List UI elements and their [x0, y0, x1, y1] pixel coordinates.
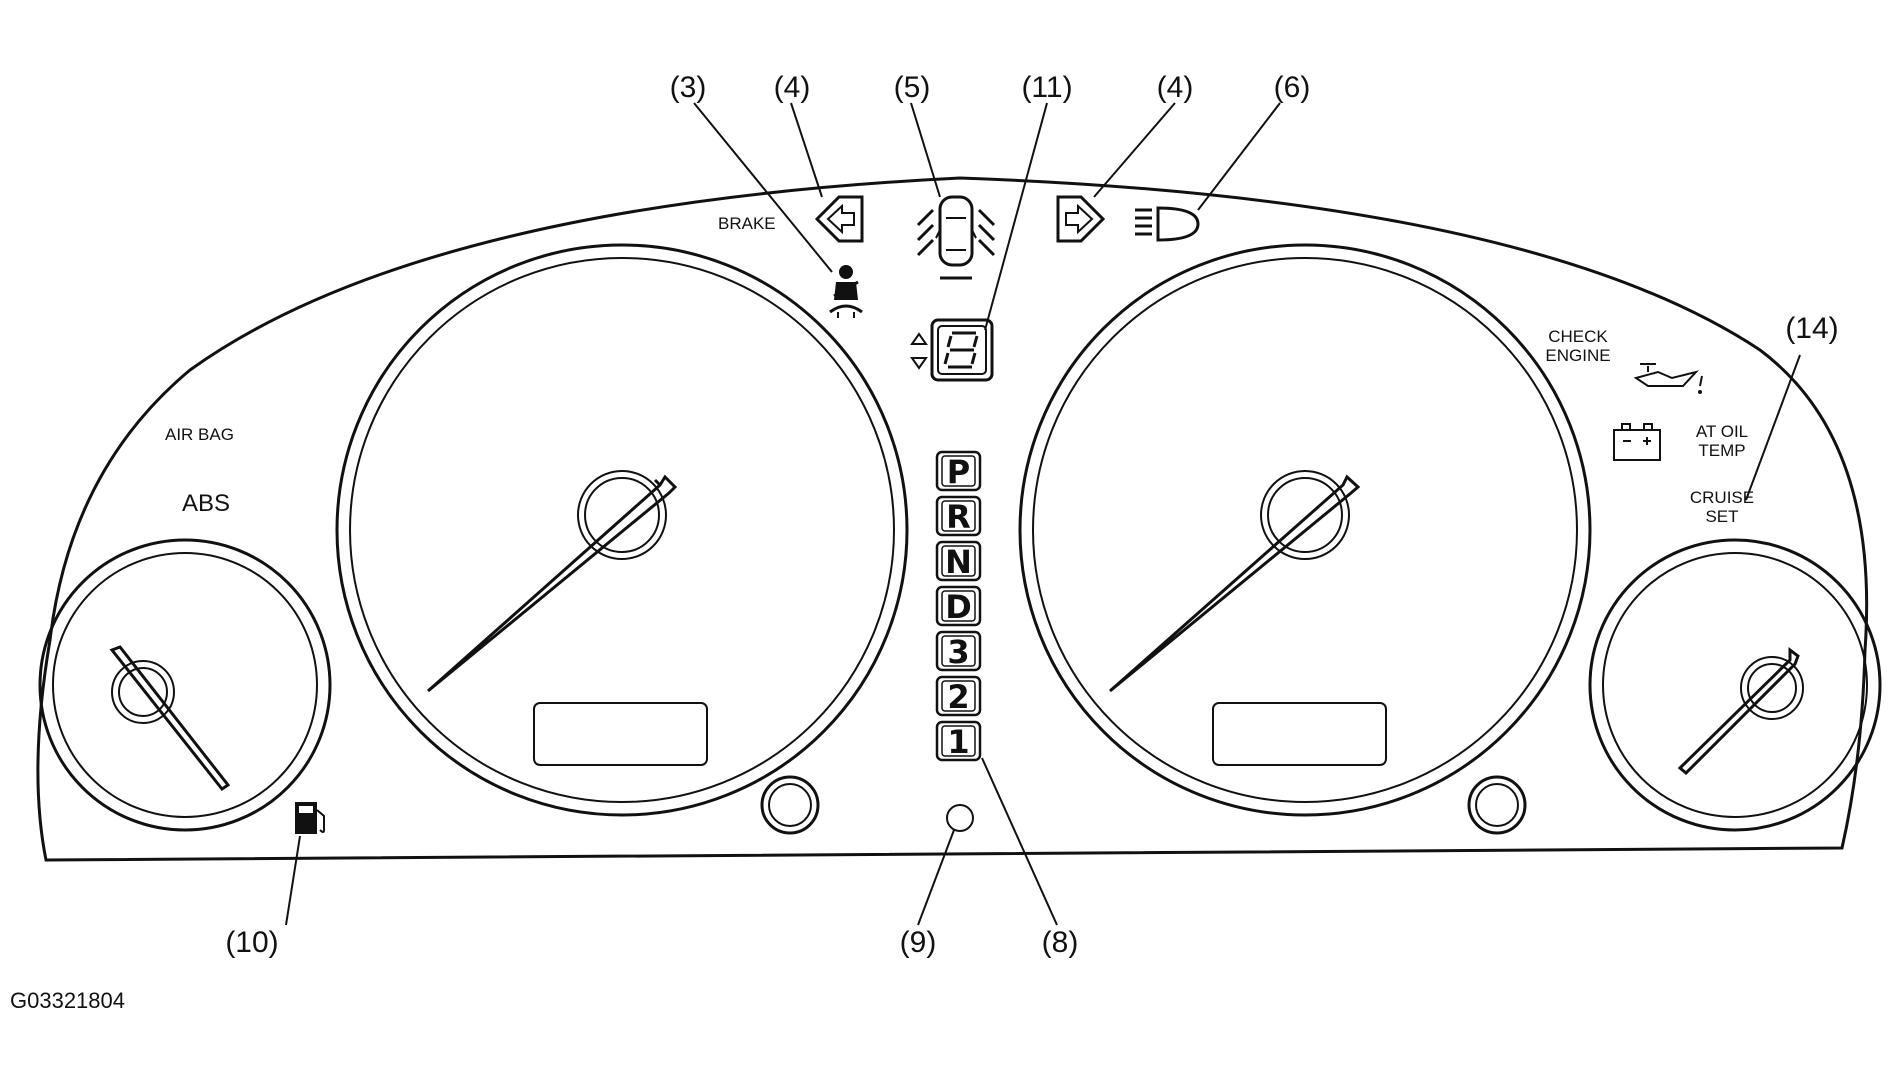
dimmer-sensor [946, 804, 974, 832]
turn-left-arrow-icon [814, 195, 864, 243]
check-engine-label-line1: CHECK [1548, 327, 1608, 346]
brake-label: BRAKE [718, 214, 776, 233]
callout-5: (5) [894, 71, 931, 104]
left-main-gauge [335, 243, 909, 817]
leader-lines [285, 102, 1801, 926]
figure-id: G03321804 [10, 988, 125, 1013]
svg-text:N: N [945, 543, 972, 581]
gear-n: N [935, 540, 982, 582]
door-open-car-icon [916, 195, 996, 280]
fuel-pump-icon [295, 802, 325, 834]
at-oil-temp-label-line2: TEMP [1698, 441, 1745, 460]
svg-text:2: 2 [947, 678, 969, 716]
svg-text:1: 1 [947, 723, 969, 761]
cluster-outline [36, 176, 1869, 862]
callout-4-right: (4) [1157, 71, 1194, 104]
gear-r: R [935, 495, 982, 537]
callout-11: (11) [1021, 71, 1072, 104]
gear-2: 2 [935, 675, 982, 717]
gear-position-indicator: P R N D 3 2 1 [935, 450, 982, 762]
turn-right-arrow-icon [1056, 195, 1106, 243]
right-reset-knob [1467, 775, 1527, 835]
callout-9: (9) [900, 926, 937, 959]
cruise-set-label-line1: CRUISE [1690, 488, 1754, 507]
seven-segment-display-icon [910, 318, 994, 382]
battery-icon [1613, 423, 1661, 461]
left-odometer-display [533, 702, 708, 766]
callout-6: (6) [1274, 71, 1311, 104]
right-trip-display [1212, 702, 1387, 766]
oil-pressure-icon [1633, 363, 1703, 394]
right-main-gauge [1018, 243, 1592, 817]
air-bag-label: AIR BAG [165, 425, 234, 444]
gear-1: 1 [935, 720, 982, 762]
svg-text:3: 3 [947, 633, 969, 671]
at-oil-temp-label-line1: AT OIL [1696, 422, 1748, 441]
abs-label: ABS [182, 490, 230, 517]
svg-text:R: R [946, 498, 971, 536]
gear-3: 3 [935, 630, 982, 672]
callout-8: (8) [1042, 926, 1079, 959]
high-beam-icon [1135, 206, 1200, 242]
svg-text:D: D [945, 588, 972, 626]
left-reset-knob [760, 775, 820, 835]
seatbelt-icon [829, 265, 863, 318]
right-small-gauge [1588, 538, 1882, 832]
check-engine-label-line2: ENGINE [1545, 346, 1610, 365]
gear-d: D [935, 585, 982, 627]
left-small-gauge [38, 538, 332, 832]
svg-text:P: P [947, 453, 970, 491]
cruise-set-label-line2: SET [1705, 507, 1738, 526]
callout-3: (3) [670, 71, 707, 104]
callout-14: (14) [1785, 312, 1838, 345]
callout-10: (10) [225, 926, 278, 959]
callout-4-left: (4) [774, 71, 811, 104]
gear-p: P [935, 450, 982, 492]
